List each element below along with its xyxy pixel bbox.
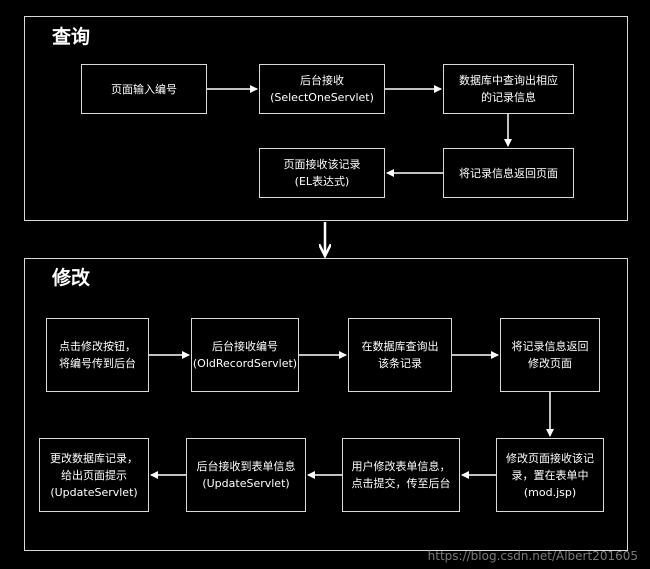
query-panel	[24, 16, 628, 221]
box-line: 用户修改表单信息，	[351, 460, 451, 473]
box-line: (SelectOneServlet)	[270, 91, 374, 104]
box-line: (UpdateServlet)	[202, 477, 290, 490]
box-click-modify: 点击修改按钮， 将编号传到后台	[46, 318, 149, 392]
box-page-receive: 页面接收该记录 (EL表达式)	[259, 148, 385, 198]
box-line: 点击修改按钮，	[59, 340, 136, 353]
box-line: 在数据库查询出	[361, 340, 439, 353]
box-return-page: 将记录信息返回页面	[443, 148, 574, 198]
box-line: 该条记录	[378, 357, 422, 370]
box-line: 将编号传到后台	[59, 357, 136, 370]
query-panel-title: 查询	[52, 26, 91, 48]
box-line: 将记录信息返回	[511, 340, 589, 353]
box-line: (mod.jsp)	[523, 485, 577, 499]
box-line: 点击提交，传至后台	[351, 477, 451, 490]
box-db-query-record: 在数据库查询出 该条记录	[348, 318, 452, 392]
modify-panel-title: 修改	[52, 267, 91, 289]
box-return-modify: 将记录信息返回 修改页面	[500, 318, 600, 392]
box-line: (UpdateServlet)	[50, 485, 138, 499]
box-backend-receive: 后台接收 (SelectOneServlet)	[259, 64, 385, 114]
box-line: 修改页面	[528, 357, 572, 370]
box-line: 将记录信息返回页面	[459, 166, 558, 180]
box-line: 更改数据库记录，	[50, 451, 138, 465]
box-line: 页面接收该记录	[283, 158, 361, 171]
box-line: 录，置在表单中	[511, 468, 589, 482]
modify-panel	[24, 258, 628, 551]
box-line: 修改页面接收该记	[506, 451, 594, 465]
box-input-id: 页面输入编号	[81, 64, 207, 114]
box-line: 后台接收	[300, 74, 344, 87]
box-user-modify: 用户修改表单信息， 点击提交，传至后台	[342, 438, 460, 512]
box-line: (OldRecordServlet)	[192, 357, 298, 370]
box-line: 给出页面提示	[61, 468, 127, 482]
box-db-query: 数据库中查询出相应 的记录信息	[443, 64, 574, 114]
watermark: https://blog.csdn.net/Albert201605	[427, 549, 638, 563]
box-line: 的记录信息	[481, 91, 536, 104]
box-line: 后台接收到表单信息	[196, 460, 296, 473]
box-line: 页面输入编号	[111, 82, 177, 96]
box-update-db: 更改数据库记录， 给出页面提示 (UpdateServlet)	[39, 438, 149, 512]
box-line: 数据库中查询出相应	[459, 74, 558, 87]
box-modify-receive: 修改页面接收该记 录，置在表单中 (mod.jsp)	[496, 438, 604, 512]
box-line: 后台接收编号	[212, 340, 278, 353]
box-backend-id: 后台接收编号 (OldRecordServlet)	[191, 318, 299, 392]
box-backend-form: 后台接收到表单信息 (UpdateServlet)	[186, 438, 306, 512]
box-line: (EL表达式)	[294, 175, 350, 188]
